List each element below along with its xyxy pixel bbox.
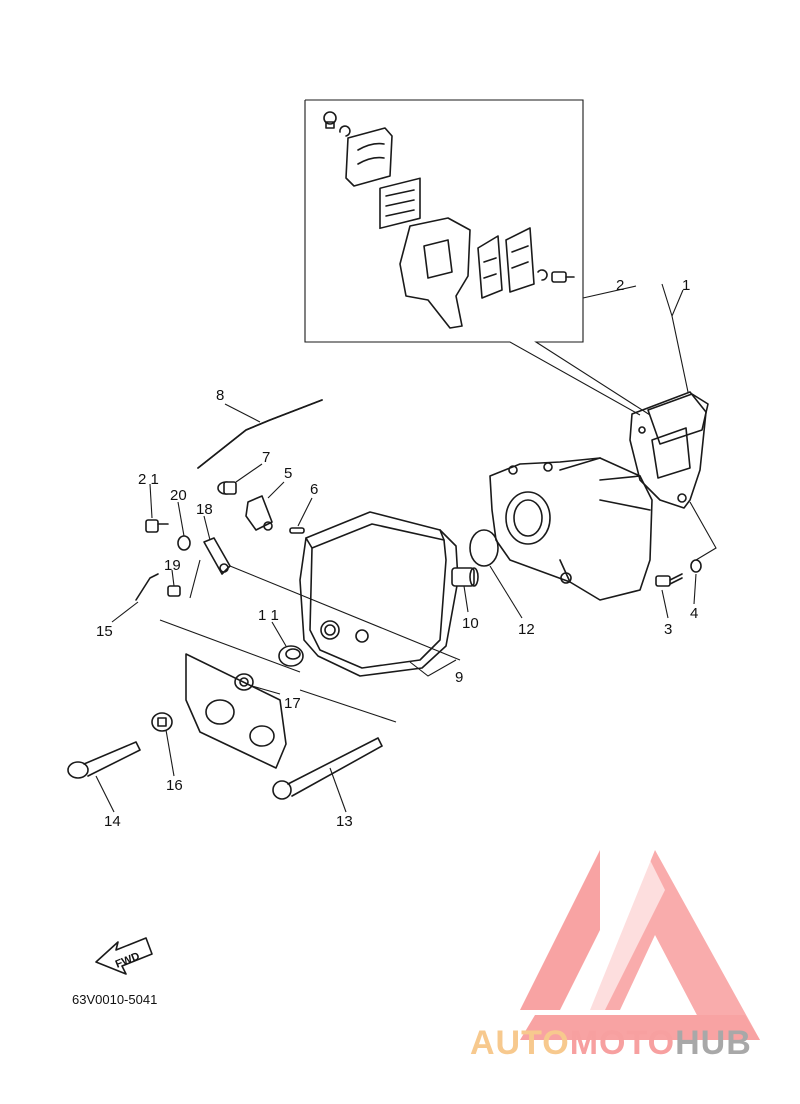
callout-6: 6 [310,481,318,498]
hose-clip [167,585,181,597]
callout-13: 13 [336,813,353,830]
callout-19: 19 [164,557,181,574]
reed-valve-assembly [629,391,709,509]
callout-5: 5 [284,465,292,482]
leader-lines [95,283,717,813]
silencer-cover [185,653,287,769]
pin [289,527,305,534]
watermark-text: AUTOMOTOHUB [470,1024,752,1062]
callout-16: 16 [166,777,183,794]
choke-knob [151,712,173,732]
choke-lever [245,495,273,531]
callout-4: 4 [690,605,698,622]
carburetor-body [489,457,653,601]
callout-2: 2 [616,277,624,294]
intake-silencer [299,511,459,677]
callout-8: 8 [216,387,224,404]
hose [197,399,323,469]
callout-3: 3 [664,621,672,638]
bolt [655,573,683,587]
collar [451,567,479,587]
watermark-hub: HUB [675,1024,752,1062]
watermark-auto: AUTO [470,1024,570,1062]
washer [690,559,702,573]
callout-20: 20 [170,487,187,504]
choke-shaft [67,741,141,779]
callout-11: 1 1 [258,607,279,624]
callout-12: 12 [518,621,535,638]
watermark-moto: MOTO [570,1024,675,1062]
callout-7: 7 [262,449,270,466]
o-ring [469,529,499,567]
fwd-arrow-icon: FWD [95,937,153,975]
reed-valve-inset [304,99,651,416]
choke-link [203,537,231,575]
wave-washer [177,535,191,551]
long-bolt [272,737,383,800]
brand-logo-icon [520,850,760,1040]
callout-14: 14 [104,813,121,830]
callout-15: 15 [96,623,113,640]
fwd-label: FWD [114,950,142,971]
screw [145,519,169,533]
fuel-hose [135,573,159,601]
drawing-code: 63V0010-5041 [72,992,157,1007]
plug [278,645,304,667]
callout-21: 2 1 [138,471,159,488]
callout-17: 17 [284,695,301,712]
callout-1: 1 [682,277,690,294]
joint [217,481,237,495]
callout-10: 10 [462,615,479,632]
grommet [234,673,254,691]
callout-9: 9 [455,669,463,686]
callout-18: 18 [196,501,213,518]
